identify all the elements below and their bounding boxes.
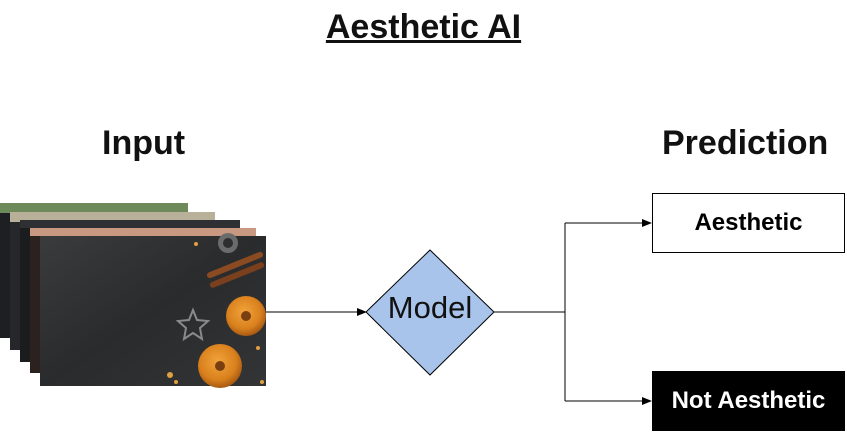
input-image-stack: [0, 203, 266, 388]
prediction-heading: Prediction: [662, 124, 829, 162]
model-label: Model: [387, 290, 473, 325]
front-input-photo: [40, 233, 266, 388]
aesthetic-output-box: Aesthetic: [652, 193, 845, 253]
input-heading: Input: [102, 124, 186, 162]
model-diamond: [365, 249, 495, 376]
diagram-title: Aesthetic AI: [325, 8, 522, 46]
not-aesthetic-output-box: Not Aesthetic: [652, 371, 845, 431]
